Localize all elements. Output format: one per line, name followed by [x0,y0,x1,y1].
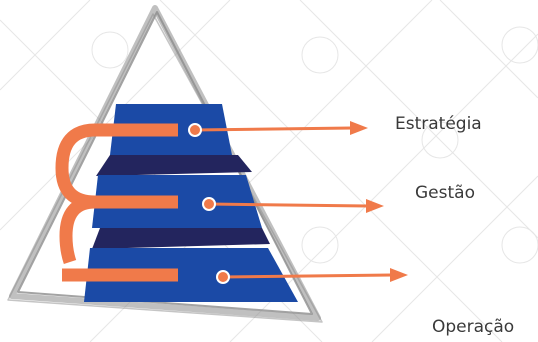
arrow-head-management [366,199,384,213]
level-label-gestao: Gestão [415,183,475,203]
arrow-dot-strategy [188,123,202,137]
tier-operation [84,248,298,302]
arrow-head-operation [390,268,408,282]
tier-separator-top [96,155,252,176]
level-label-estrategia: Estratégia [395,114,482,134]
arrow-dot-operation [216,270,230,284]
tier-separator-bottom [92,228,270,249]
level-arrows [188,121,408,284]
level-label-operacao: Operação [432,317,515,337]
arrow-head-strategy [350,121,368,135]
arrow-dot-management [202,197,216,211]
orange-connectors [55,123,178,282]
connector-loop-lower [59,195,178,265]
